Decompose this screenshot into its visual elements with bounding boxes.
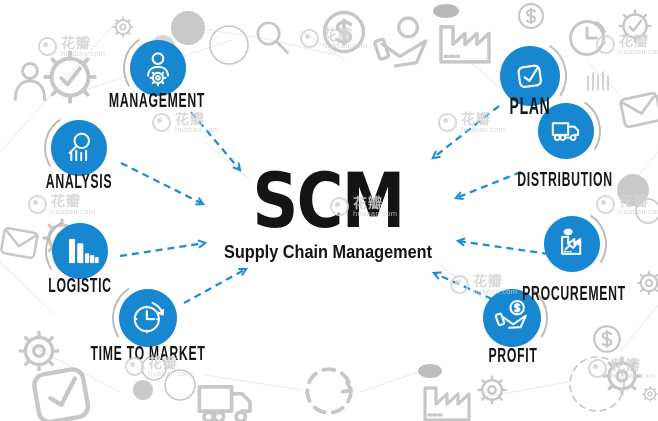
checkmark-gear-icon	[43, 50, 97, 104]
magnifier-icon	[256, 21, 289, 54]
envelope-icon	[0, 226, 40, 260]
circle-shape	[133, 380, 153, 400]
logistic-circle	[52, 223, 108, 279]
truck-icon	[199, 387, 250, 421]
cargo-bars-icon	[69, 238, 99, 264]
huaban-logo-icon	[152, 113, 171, 133]
factory-icon	[561, 228, 582, 255]
node-label-logistic: LOGISTIC	[48, 273, 112, 297]
huaban-logo-icon	[125, 357, 144, 377]
node-procurement	[530, 202, 614, 286]
arrow-distribution-to-center	[456, 170, 522, 198]
check-square-icon	[517, 64, 542, 89]
page-subtitle: Supply Chain Management	[223, 241, 433, 262]
gear-icon	[112, 16, 134, 38]
procurement-circle	[544, 216, 600, 272]
node-label-distribution: DISTRIBUTION	[517, 167, 613, 191]
huaban-logo-icon	[596, 195, 615, 215]
arrow-time-to-market-to-center	[183, 269, 246, 305]
refresh-circle-icon	[305, 367, 354, 415]
magnifier-chart-icon	[68, 132, 90, 162]
manager-gear-icon	[147, 52, 169, 87]
time-to-market-circle	[119, 289, 177, 347]
huaban-logo-icon	[438, 113, 457, 133]
analysis-circle	[51, 120, 107, 176]
node-label-profit: PROFIT	[488, 343, 538, 367]
gear-icon	[641, 385, 658, 403]
person-icon	[13, 61, 47, 102]
huaban-logo-icon	[38, 37, 57, 57]
huaban-logo-icon	[450, 275, 469, 295]
node-logistic	[38, 209, 122, 293]
gear-icon	[636, 270, 658, 296]
huaban-logo-icon	[300, 29, 319, 49]
huaban-logo-icon	[28, 195, 47, 215]
arrow-logistic-to-center	[119, 243, 205, 258]
node-label-analysis: ANALYSIS	[45, 169, 113, 193]
node-label-procurement: PROCUREMENT	[522, 281, 626, 305]
dollar-coin-icon	[593, 325, 621, 353]
gear-icon	[18, 330, 60, 372]
gear-icon	[477, 375, 507, 405]
node-label-management: MANAGEMENT	[108, 88, 206, 112]
arrow-analysis-to-center	[120, 161, 203, 204]
dollar-coin-icon	[517, 2, 545, 30]
check-square-icon	[33, 368, 90, 421]
huaban-logo-icon	[330, 197, 349, 217]
factory-icon	[423, 386, 471, 421]
huaban-logo-icon	[596, 35, 615, 55]
bar-lines-icon	[587, 71, 609, 91]
clock-icon	[133, 302, 165, 334]
smoke-shape	[433, 4, 459, 18]
circle-shape	[209, 25, 249, 65]
hand-coin-icon	[372, 16, 428, 68]
node-analysis	[37, 106, 121, 190]
node-label-plan: PLAN	[509, 94, 551, 120]
node-time-to-market	[105, 275, 191, 361]
arrow-procurement-to-center	[458, 241, 550, 256]
smoke-shape	[418, 364, 442, 378]
envelope-icon	[618, 91, 658, 129]
huaban-logo-icon	[588, 359, 607, 379]
factory-icon	[441, 27, 489, 62]
truck-icon	[551, 122, 580, 142]
